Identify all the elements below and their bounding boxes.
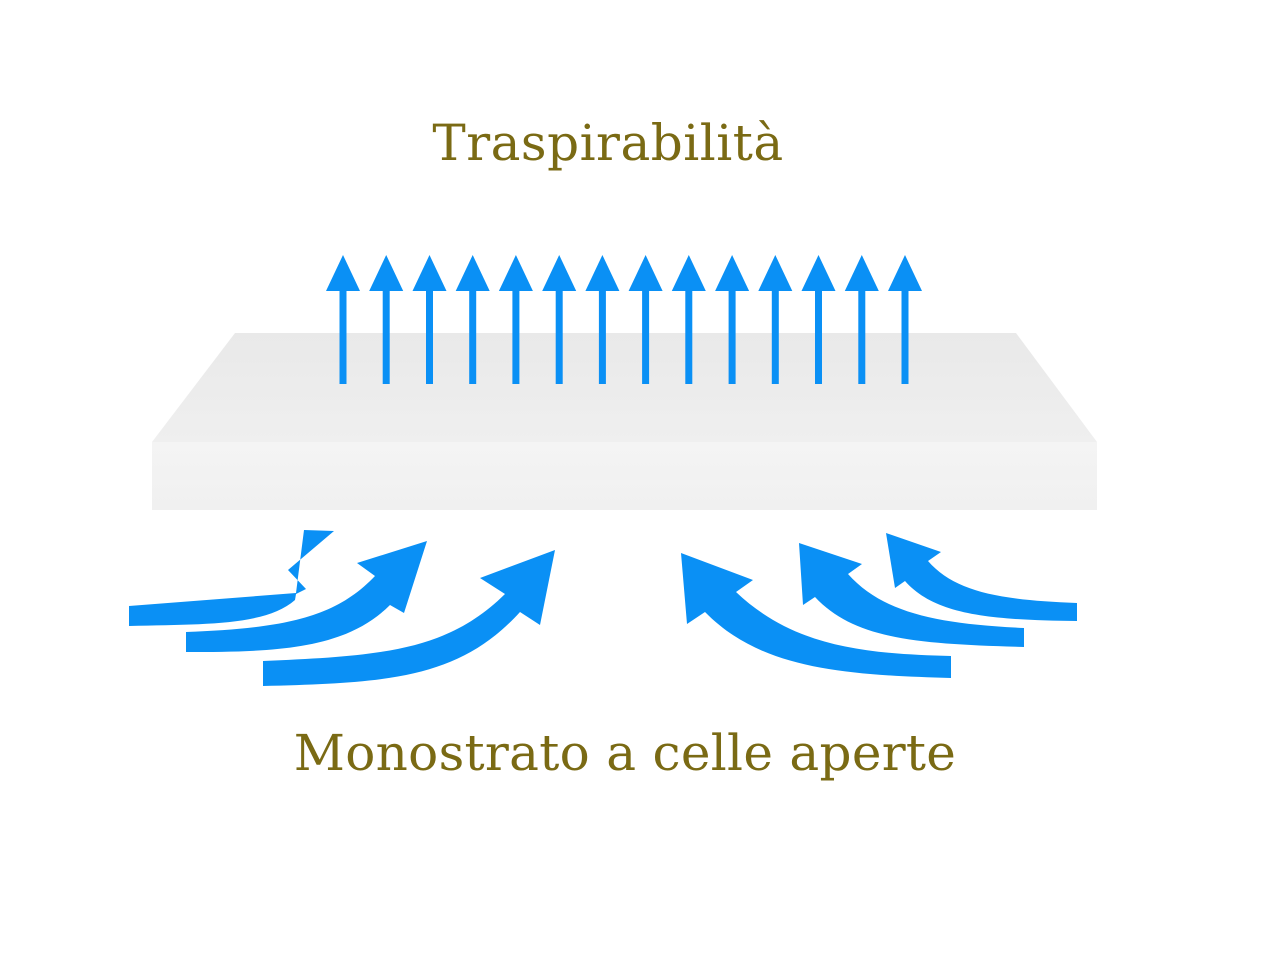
upward-arrow-head bbox=[326, 255, 360, 291]
inflow-arrows bbox=[129, 530, 1077, 686]
upward-arrow-shaft bbox=[901, 288, 909, 384]
mattress-block bbox=[152, 333, 1097, 510]
upward-arrow-head bbox=[715, 255, 750, 291]
upward-arrow-head bbox=[542, 255, 577, 291]
mattress-top-face bbox=[152, 333, 1097, 442]
upward-arrow-head bbox=[498, 255, 533, 291]
upward-arrow-head bbox=[585, 255, 620, 291]
inflow-arrow-left-3 bbox=[263, 550, 555, 686]
inflow-arrow-right-2 bbox=[799, 543, 1024, 647]
upward-arrow-head bbox=[888, 255, 922, 291]
upward-arrow-head bbox=[455, 255, 490, 291]
upward-arrow-head bbox=[671, 255, 706, 291]
upward-arrow-shaft bbox=[771, 288, 779, 384]
inflow-arrow-left-1 bbox=[129, 530, 334, 626]
upward-arrow-shaft bbox=[382, 288, 390, 384]
upward-arrow-head bbox=[628, 255, 663, 291]
upward-arrow-head bbox=[412, 255, 447, 291]
upward-arrow-shaft bbox=[512, 288, 520, 384]
upward-arrow-head bbox=[758, 255, 793, 291]
inflow-arrow-left-2 bbox=[186, 541, 427, 652]
upward-airflow-arrows bbox=[326, 255, 922, 384]
upward-arrow-shaft bbox=[815, 288, 822, 384]
upward-arrow-shaft bbox=[339, 288, 347, 384]
upward-arrow-head bbox=[801, 255, 836, 291]
upward-arrow-shaft bbox=[858, 288, 866, 384]
upward-arrow-shaft bbox=[426, 288, 433, 384]
upward-arrow-shaft bbox=[598, 288, 606, 384]
upward-arrow-shaft bbox=[685, 288, 693, 384]
inflow-arrow-right-3 bbox=[681, 553, 951, 678]
upward-arrow-head bbox=[844, 255, 879, 291]
upward-arrow-shaft bbox=[642, 288, 650, 384]
upward-arrow-shaft bbox=[728, 288, 736, 384]
upward-arrow-head bbox=[369, 255, 404, 291]
diagram-caption: Monostrato a celle aperte bbox=[293, 724, 957, 782]
mattress-front-face bbox=[152, 442, 1097, 510]
upward-arrow-shaft bbox=[469, 288, 477, 384]
diagram-title: Traspirabilità bbox=[432, 114, 784, 172]
inflow-arrow-right-1 bbox=[886, 533, 1077, 621]
upward-arrow-shaft bbox=[555, 288, 563, 384]
